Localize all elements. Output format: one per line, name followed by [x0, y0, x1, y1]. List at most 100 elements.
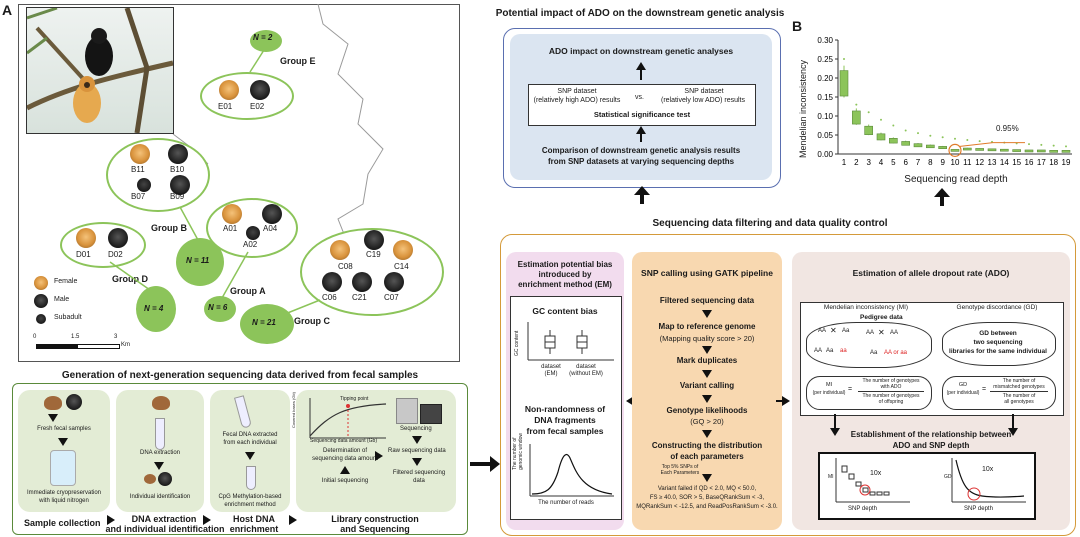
indiv-id-label: Individual identification [129, 494, 191, 500]
snp-panel [632, 252, 782, 530]
gd-axis: GD [944, 474, 952, 480]
snp-hi-1: SNP dataset [557, 88, 597, 95]
box-10 [950, 149, 960, 152]
feces-icon [152, 396, 170, 410]
nonrand-1: Non-randomness of [524, 404, 606, 414]
step-dist-1: Constructing the distribution [651, 441, 763, 450]
id-d01: D01 [76, 250, 91, 259]
arrow-down [58, 438, 68, 446]
id-e01: E01 [218, 102, 233, 111]
raw-data-label: Raw sequencing data [388, 448, 446, 454]
gd-2: two sequencing [973, 339, 1023, 346]
mi-fraction-bar [858, 391, 924, 392]
cryo-label-1: Immediate cryopreservation [26, 490, 102, 496]
covered-label: Covered bases (Gb) [291, 391, 296, 428]
gd-num-2: mismatched genotypes [993, 384, 1045, 390]
mi-title: Mendelian inconsistency (MI) [823, 304, 909, 311]
step-map-1: Map to reference genome [658, 322, 756, 331]
box-18 [1049, 150, 1058, 153]
feces-icon [144, 474, 156, 484]
x-tick-label: 17 [1037, 158, 1046, 167]
highlight-circle [948, 143, 962, 157]
snp-hi-2: (relatively high ADO) results [533, 97, 621, 104]
panel-letter-a: A [2, 2, 13, 18]
outlier-point [1040, 143, 1043, 146]
gd-10x: 10x [982, 466, 994, 473]
impact-title: Potential impact of ADO on the downstrea… [495, 8, 785, 19]
male-icon [352, 272, 372, 292]
male-icon [322, 272, 342, 292]
outlier-point [1028, 143, 1030, 146]
est-box [818, 452, 1036, 520]
chart-annotation: 0.95% [996, 124, 1019, 133]
male-icon [262, 204, 282, 224]
arrow-shaft [940, 192, 944, 206]
step-gl-1: Genotype likelihoods [666, 406, 748, 415]
scale-bar [36, 344, 120, 349]
cryo-tank-icon [50, 450, 76, 486]
outlier-point [1065, 145, 1067, 148]
box-11 [963, 147, 972, 151]
box-17 [1037, 149, 1046, 153]
cryo-label-2: with liquid nitrogen [39, 498, 89, 504]
step-dist-2: of each parameters [670, 452, 744, 461]
vf-3: MQRankSum < -12.5, and ReadPosRankSum < … [636, 504, 778, 510]
id-c14: C14 [394, 262, 409, 271]
legend-subadult: Subadult [54, 314, 82, 321]
male-icon [250, 80, 270, 100]
arrow-right [107, 515, 115, 525]
stage-dna-extraction [116, 390, 204, 512]
outlier-point [966, 138, 969, 141]
x-tick-label: 10 [951, 158, 960, 167]
arrow-down [702, 310, 712, 318]
outlier-point [867, 111, 870, 114]
chart-xlabel: Sequencing read depth [904, 174, 1008, 185]
female-icon [76, 228, 96, 248]
group-e-label: Group E [280, 56, 316, 66]
arrow-right [782, 396, 790, 406]
group-c-label: Group C [294, 316, 330, 326]
box-12 [975, 148, 984, 151]
gd-ellipse [942, 322, 1056, 366]
win-y-2: genomic window [518, 433, 524, 470]
outlier-point [929, 134, 932, 137]
arrow-down [830, 428, 840, 436]
scale-0: 0 [33, 334, 37, 340]
group-a-n: N = 6 [208, 303, 228, 312]
stage-host-enrichment [210, 390, 290, 512]
sequencing-label: Sequencing [400, 426, 432, 432]
filtering-title: Sequencing data filtering and data quali… [652, 218, 888, 229]
gc-boxplot [527, 322, 614, 361]
y-tick-label: 0.00 [817, 150, 833, 159]
y-tick-label: 0.25 [817, 55, 833, 64]
id-d02: D02 [108, 250, 123, 259]
group-a-label: Group A [230, 286, 266, 296]
snp-lo-2: (relatively low ADO) results [660, 97, 746, 104]
pipeline-title: Generation of next-generation sequencing… [61, 370, 419, 381]
id-e02: E02 [250, 102, 265, 111]
gd-den-2: all genotypes [1004, 399, 1034, 405]
stage3-label-a: Host DNA [233, 514, 275, 524]
mi-formula [806, 376, 932, 410]
gd-fraction-bar [990, 391, 1048, 392]
legend-female-icon [34, 276, 48, 290]
id-c07: C07 [384, 293, 399, 302]
tipping-plot [309, 398, 387, 439]
stage2-label-b: and individual identification [105, 524, 225, 534]
stat-test: Statistical significance test [593, 110, 691, 119]
dna-extraction-label: DNA extraction [139, 450, 181, 456]
x-tick-label: 18 [1049, 158, 1058, 167]
cross-icon: ✕ [830, 326, 837, 335]
y-tick-label: 0.10 [817, 112, 833, 121]
group-d-n: N = 4 [144, 304, 164, 313]
id-a01: A01 [223, 224, 238, 233]
box-13 [987, 148, 997, 152]
legend-male: Male [54, 296, 70, 303]
box-3 [864, 125, 873, 135]
arrow-down [48, 414, 58, 422]
est-2: ADO and SNP depth [892, 441, 970, 450]
vs-label: vs. [635, 94, 644, 101]
stage2-label-a: DNA extraction [131, 514, 197, 524]
bias-1: Estimation potential bias [517, 260, 613, 269]
id-c08: C08 [338, 262, 353, 271]
